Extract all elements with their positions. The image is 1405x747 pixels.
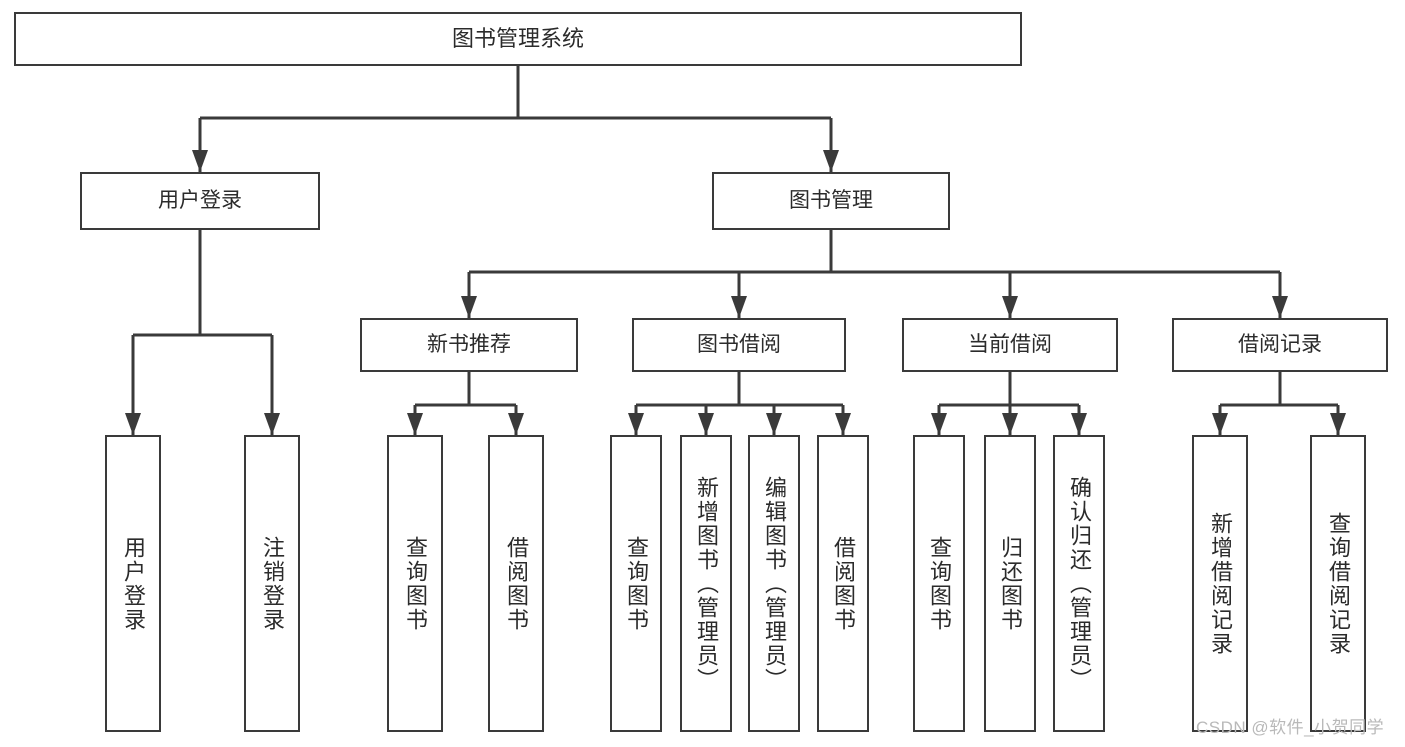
arrowhead bbox=[461, 296, 477, 318]
node-leaf-borrow-lend[interactable]: 借阅图书 bbox=[817, 435, 869, 732]
node-leaf-user-logout[interactable]: 注销登录 bbox=[244, 435, 300, 732]
node-label: 确认归还（管理员） bbox=[1067, 475, 1092, 692]
node-label: 借阅记录 bbox=[1238, 332, 1322, 356]
node-label: 新增借阅记录 bbox=[1208, 511, 1233, 656]
node-leaf-cur-return[interactable]: 归还图书 bbox=[984, 435, 1036, 732]
arrowhead bbox=[1002, 296, 1018, 318]
node-leaf-new-query[interactable]: 查询图书 bbox=[387, 435, 443, 732]
node-label: 图书管理 bbox=[789, 188, 873, 212]
arrowhead bbox=[1071, 413, 1087, 435]
node-label: 图书管理系统 bbox=[451, 26, 584, 52]
arrowhead bbox=[1272, 296, 1288, 318]
arrowhead bbox=[766, 413, 782, 435]
arrowhead bbox=[731, 296, 747, 318]
node-label: 查询图书 bbox=[624, 535, 649, 632]
arrowhead bbox=[835, 413, 851, 435]
arrowhead bbox=[1002, 413, 1018, 435]
arrowhead bbox=[931, 413, 947, 435]
node-bookmgr[interactable]: 图书管理 bbox=[712, 172, 950, 230]
node-label: 用户登录 bbox=[121, 535, 146, 632]
arrowhead bbox=[1212, 413, 1228, 435]
arrowhead bbox=[508, 413, 524, 435]
node-borrow[interactable]: 图书借阅 bbox=[632, 318, 846, 372]
node-label: 编辑图书（管理员） bbox=[762, 475, 787, 692]
node-newbook[interactable]: 新书推荐 bbox=[360, 318, 578, 372]
node-label: 借阅图书 bbox=[504, 535, 529, 632]
node-label: 查询图书 bbox=[927, 535, 952, 632]
node-label: 借阅图书 bbox=[831, 535, 856, 632]
node-leaf-rec-query[interactable]: 查询借阅记录 bbox=[1310, 435, 1366, 732]
arrowhead bbox=[823, 150, 839, 172]
arrowhead bbox=[192, 150, 208, 172]
node-label: 当前借阅 bbox=[968, 332, 1052, 356]
node-leaf-borrow-add[interactable]: 新增图书（管理员） bbox=[680, 435, 732, 732]
node-leaf-cur-confirm[interactable]: 确认归还（管理员） bbox=[1053, 435, 1105, 732]
node-label: 注销登录 bbox=[260, 535, 285, 632]
node-label: 图书借阅 bbox=[697, 332, 781, 356]
arrowhead bbox=[407, 413, 423, 435]
node-leaf-cur-query[interactable]: 查询图书 bbox=[913, 435, 965, 732]
node-root[interactable]: 图书管理系统 bbox=[14, 12, 1022, 66]
arrowhead bbox=[698, 413, 714, 435]
node-records[interactable]: 借阅记录 bbox=[1172, 318, 1388, 372]
node-leaf-borrow-edit[interactable]: 编辑图书（管理员） bbox=[748, 435, 800, 732]
arrowhead bbox=[264, 413, 280, 435]
node-label: 归还图书 bbox=[998, 535, 1023, 632]
node-label: 新书推荐 bbox=[427, 332, 511, 356]
node-label: 查询借阅记录 bbox=[1326, 511, 1351, 656]
arrowhead bbox=[628, 413, 644, 435]
arrowhead bbox=[125, 413, 141, 435]
node-leaf-rec-add[interactable]: 新增借阅记录 bbox=[1192, 435, 1248, 732]
node-current[interactable]: 当前借阅 bbox=[902, 318, 1118, 372]
node-leaf-user-login[interactable]: 用户登录 bbox=[105, 435, 161, 732]
node-label: 用户登录 bbox=[158, 188, 242, 212]
node-leaf-new-borrow[interactable]: 借阅图书 bbox=[488, 435, 544, 732]
node-label: 查询图书 bbox=[403, 535, 428, 632]
node-leaf-borrow-query[interactable]: 查询图书 bbox=[610, 435, 662, 732]
node-login[interactable]: 用户登录 bbox=[80, 172, 320, 230]
node-label: 新增图书（管理员） bbox=[694, 475, 719, 692]
arrowhead bbox=[1330, 413, 1346, 435]
